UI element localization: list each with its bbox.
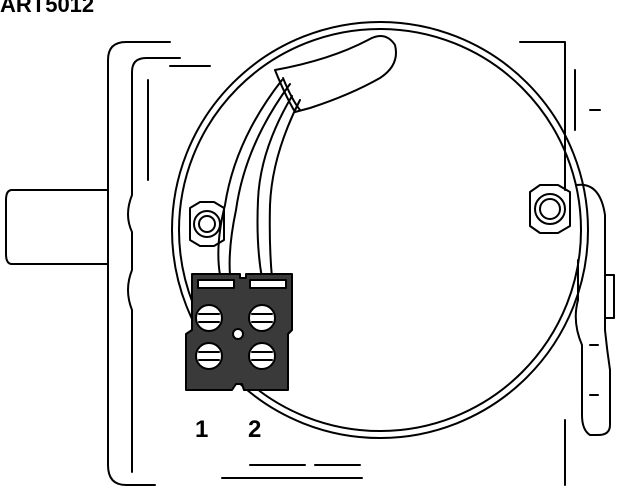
right-nut bbox=[529, 184, 571, 234]
left-bracket bbox=[107, 41, 211, 486]
cable-sleeve bbox=[274, 35, 397, 113]
right-housing bbox=[519, 41, 601, 486]
figure-code: ART5012 bbox=[0, 0, 95, 17]
left-shaft bbox=[5, 189, 109, 265]
cover-circle bbox=[171, 21, 589, 439]
right-clamp-arm bbox=[574, 183, 615, 436]
terminal-block bbox=[185, 273, 293, 391]
base-lines bbox=[221, 464, 363, 479]
wires bbox=[217, 79, 301, 279]
terminal-label-1: 1 bbox=[195, 416, 209, 443]
terminal-label-2: 2 bbox=[248, 416, 262, 443]
